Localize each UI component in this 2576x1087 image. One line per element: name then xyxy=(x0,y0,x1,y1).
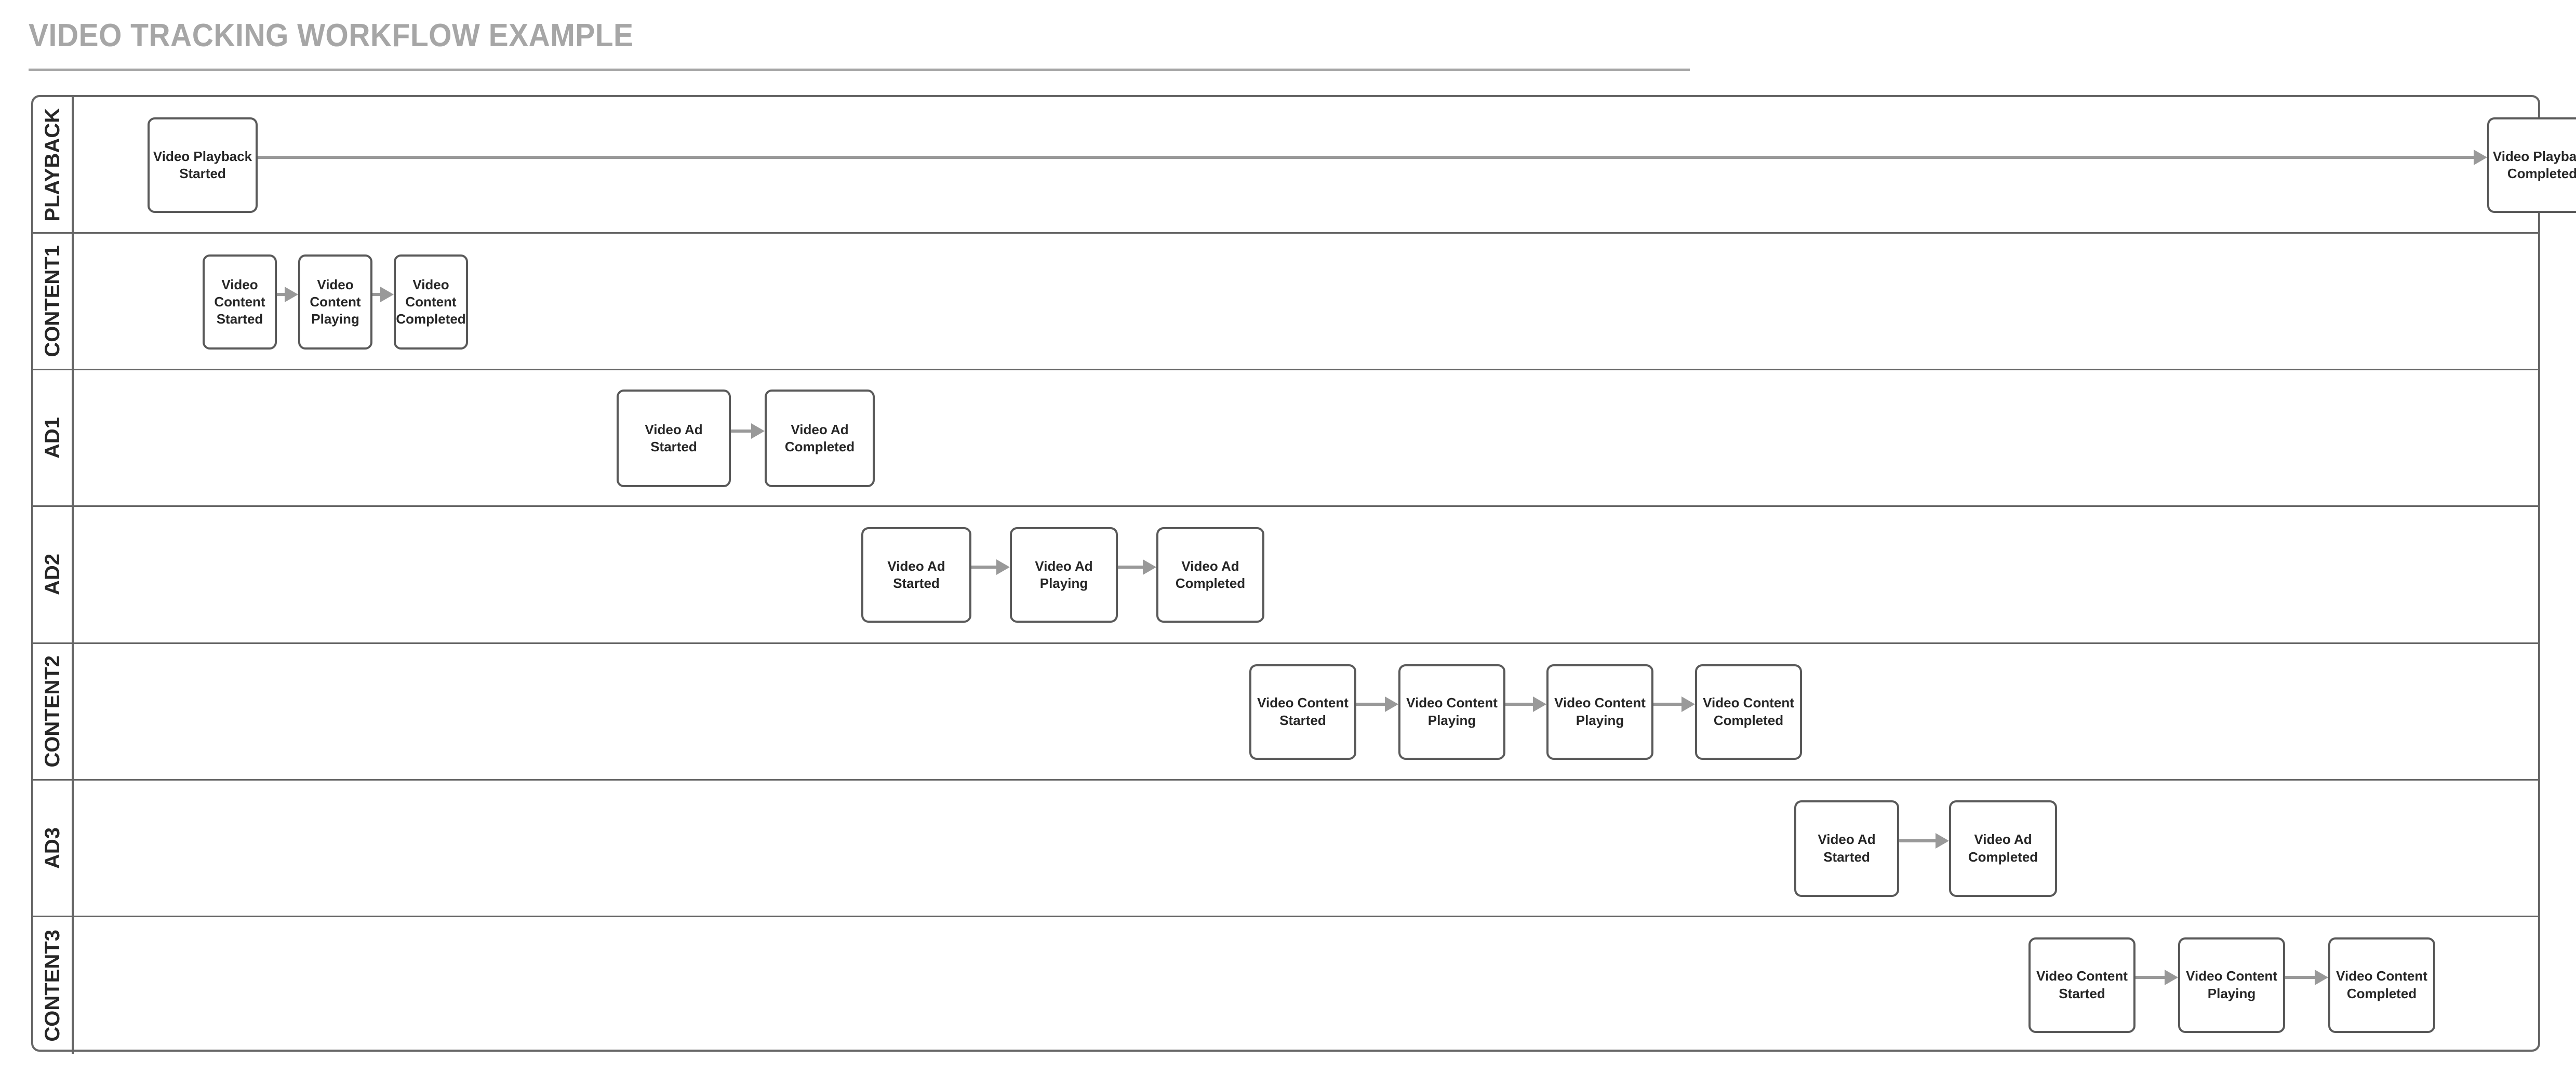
connector-line xyxy=(1653,702,1681,706)
arrowhead-icon xyxy=(1385,696,1398,712)
flow-node[interactable]: Video Content Started xyxy=(203,254,277,350)
connector-arrow xyxy=(277,287,298,303)
flow-node[interactable]: Video Ad Started xyxy=(1794,800,1899,897)
connector-line xyxy=(372,293,380,297)
lane-body-ad1: Video Ad Started Video Ad Completed xyxy=(74,370,2538,505)
connector-line xyxy=(2135,975,2165,979)
lane-header-content2: CONTENT2 xyxy=(33,643,74,779)
lane-header-content1: CONTENT1 xyxy=(33,234,74,369)
connector-line xyxy=(1899,839,1936,842)
lane-body-playback: Video Playback Started Video Playback Com… xyxy=(74,97,2576,232)
flow-node[interactable]: Video Content Completed xyxy=(2328,937,2435,1033)
arrowhead-icon xyxy=(2315,969,2328,985)
flow-node[interactable]: Video Ad Completed xyxy=(765,390,875,488)
connector-arrow xyxy=(971,559,1010,575)
arrowhead-icon xyxy=(2474,150,2487,165)
arrowhead-icon xyxy=(751,423,765,439)
connector-line xyxy=(1356,702,1385,706)
connector-arrow xyxy=(731,423,765,439)
arrowhead-icon xyxy=(380,287,394,303)
arrowhead-icon xyxy=(1143,559,1156,575)
flow-node[interactable]: Video Ad Completed xyxy=(1156,527,1264,623)
connector-line xyxy=(731,430,751,433)
arrowhead-icon xyxy=(996,559,1010,575)
lane-header-ad1: AD1 xyxy=(33,370,74,506)
flow-node[interactable]: Video Content Started xyxy=(2028,937,2135,1033)
flow-node[interactable]: Video Content Playing xyxy=(1546,664,1653,760)
lane-body-ad2: Video Ad Started Video Ad Playing Video Ad… xyxy=(74,507,2538,642)
lane-label: CONTENT1 xyxy=(41,245,64,357)
lane-body-content3: Video Content Started Video Content Playi… xyxy=(74,917,2538,1054)
flow-node[interactable]: Video Ad Started xyxy=(617,390,731,488)
connector-arrow xyxy=(372,287,394,303)
connector-arrow xyxy=(2285,969,2328,985)
title-divider xyxy=(29,69,1690,71)
flow-node[interactable]: Video Content Playing xyxy=(298,254,372,350)
lane-header-content3: CONTENT3 xyxy=(33,917,74,1054)
title-block: VIDEO TRACKING WORKFLOW EXAMPLE xyxy=(29,20,1691,71)
flow-node[interactable]: Video Content Playing xyxy=(1398,664,1505,760)
flow-node[interactable]: Video Ad Playing xyxy=(1010,527,1118,623)
arrowhead-icon xyxy=(1936,833,1949,849)
connector-arrow xyxy=(1899,833,1949,849)
lane-label: AD2 xyxy=(41,554,64,596)
connector-line xyxy=(2285,975,2315,979)
lane-body-ad3: Video Ad Started Video Ad Completed xyxy=(74,781,2538,916)
connector-arrow xyxy=(1118,559,1156,575)
lane-label: PLAYBACK xyxy=(41,108,64,222)
lane-body-content1: Video Content Started Video Content Playi… xyxy=(74,234,2538,369)
swimlane-row-ad3: AD3 Video Ad Started Video Ad Completed xyxy=(33,780,2538,917)
flow-node[interactable]: Video Content Playing xyxy=(2178,937,2285,1033)
flow-node[interactable]: Video Content Completed xyxy=(394,254,468,350)
flow-node[interactable]: Video Playback Completed xyxy=(2487,117,2576,213)
flow-node[interactable]: Video Ad Started xyxy=(861,527,971,623)
arrowhead-icon xyxy=(2165,969,2178,985)
connector-line xyxy=(277,293,285,297)
lane-header-ad2: AD2 xyxy=(33,507,74,642)
connector-line xyxy=(971,566,996,569)
swimlane-row-ad1: AD1 Video Ad Started Video Ad Completed xyxy=(33,370,2538,507)
connector-arrow xyxy=(1653,696,1695,712)
lane-header-ad3: AD3 xyxy=(33,780,74,916)
connector-line xyxy=(258,156,2474,159)
lane-header-playback: PLAYBACK xyxy=(33,97,74,233)
connector-arrow xyxy=(2135,969,2178,985)
arrowhead-icon xyxy=(1533,696,1546,712)
lane-label: AD3 xyxy=(41,827,64,869)
connector-arrow xyxy=(1505,696,1546,712)
flow-node[interactable]: Video Content Completed xyxy=(1695,664,1802,760)
lane-label: AD1 xyxy=(41,417,64,459)
connector-arrow xyxy=(258,150,2487,165)
flow-node[interactable]: Video Playback Started xyxy=(148,117,258,213)
lane-label: CONTENT3 xyxy=(41,929,64,1042)
connector-arrow xyxy=(1356,696,1398,712)
page-title: VIDEO TRACKING WORKFLOW EXAMPLE xyxy=(29,18,634,53)
lane-label: CONTENT2 xyxy=(41,655,64,768)
connector-line xyxy=(1118,566,1143,569)
flow-node[interactable]: Video Content Started xyxy=(1249,664,1356,760)
lane-body-content2: Video Content Started Video Content Playi… xyxy=(74,644,2538,779)
flow-node[interactable]: Video Ad Completed xyxy=(1949,800,2057,897)
arrowhead-icon xyxy=(285,287,298,303)
connector-line xyxy=(1505,702,1533,706)
arrowhead-icon xyxy=(1681,696,1695,712)
